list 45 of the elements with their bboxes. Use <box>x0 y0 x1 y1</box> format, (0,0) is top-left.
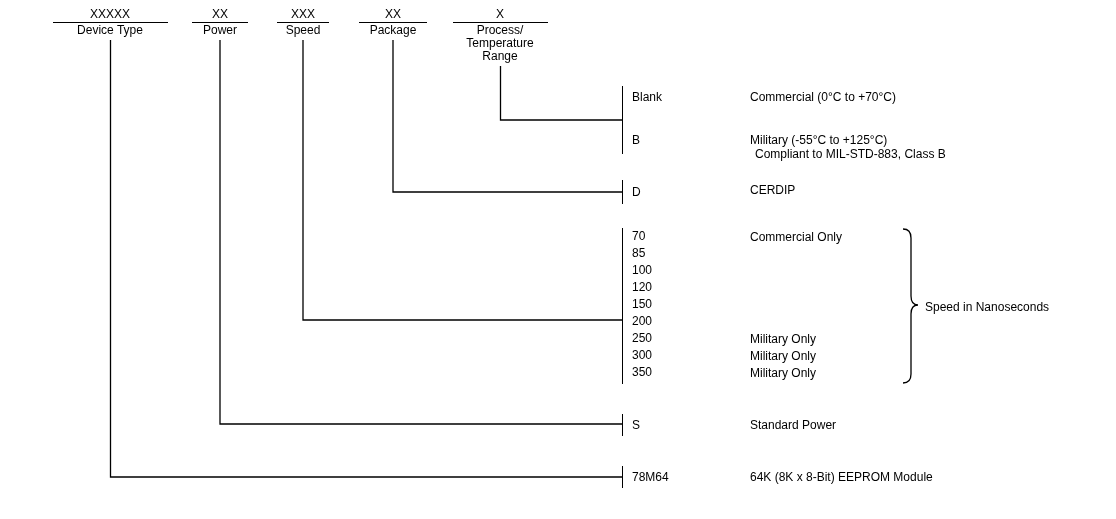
option-code: S <box>632 418 640 432</box>
fill-in-line: XXXXX <box>52 8 168 23</box>
field-header <box>192 8 248 37</box>
option-code: 300 <box>632 348 653 362</box>
option-code: B <box>632 133 640 147</box>
option-description: Commercial Only <box>750 230 842 244</box>
option-description: 64K (8K x 8-Bit) EEPROM Module <box>750 470 933 484</box>
option-code: 85 <box>632 246 646 260</box>
option-description: Military Only <box>750 366 816 380</box>
field-name: Power <box>202 23 238 37</box>
leader-line <box>302 39 623 321</box>
option-code: 78M64 <box>632 470 669 484</box>
option-description: Compliant to MIL-STD-883, Class B <box>755 147 946 161</box>
fill-in-line: XX <box>192 8 248 23</box>
option-code: 150 <box>632 297 653 311</box>
option-code: 120 <box>632 280 653 294</box>
field-header <box>359 8 427 37</box>
leader-line <box>219 39 623 425</box>
field-name: Speed <box>284 23 322 37</box>
leader-line <box>499 65 623 121</box>
field-name: Process/ Temperature Range <box>465 23 535 63</box>
fill-in-line: XXX <box>277 8 329 23</box>
option-code: 100 <box>632 263 653 277</box>
field-header <box>277 8 329 37</box>
fill-in-line: X <box>452 8 548 23</box>
option-description: Military Only <box>750 332 816 346</box>
option-code: D <box>632 185 641 199</box>
option-code: 350 <box>632 365 653 379</box>
option-code: 200 <box>632 314 653 328</box>
option-description: CERDIP <box>750 183 796 197</box>
field-header <box>52 8 168 37</box>
fill-in-line: XX <box>359 8 427 23</box>
field-header <box>452 8 548 63</box>
option-description: Standard Power <box>750 418 837 432</box>
leader-line <box>109 39 623 478</box>
option-description: Military Only <box>750 349 816 363</box>
option-code: 250 <box>632 331 653 345</box>
field-name: Package <box>368 23 418 37</box>
field-name: Device Type <box>76 23 144 37</box>
option-description: Military (-55°C to +125°C) <box>750 133 888 147</box>
leader-line <box>392 39 623 193</box>
option-code: Blank <box>632 90 663 104</box>
option-description: Speed in Nanoseconds <box>925 300 1050 314</box>
option-description: Commercial (0°C to +70°C) <box>750 90 896 104</box>
option-code: 70 <box>632 229 646 243</box>
